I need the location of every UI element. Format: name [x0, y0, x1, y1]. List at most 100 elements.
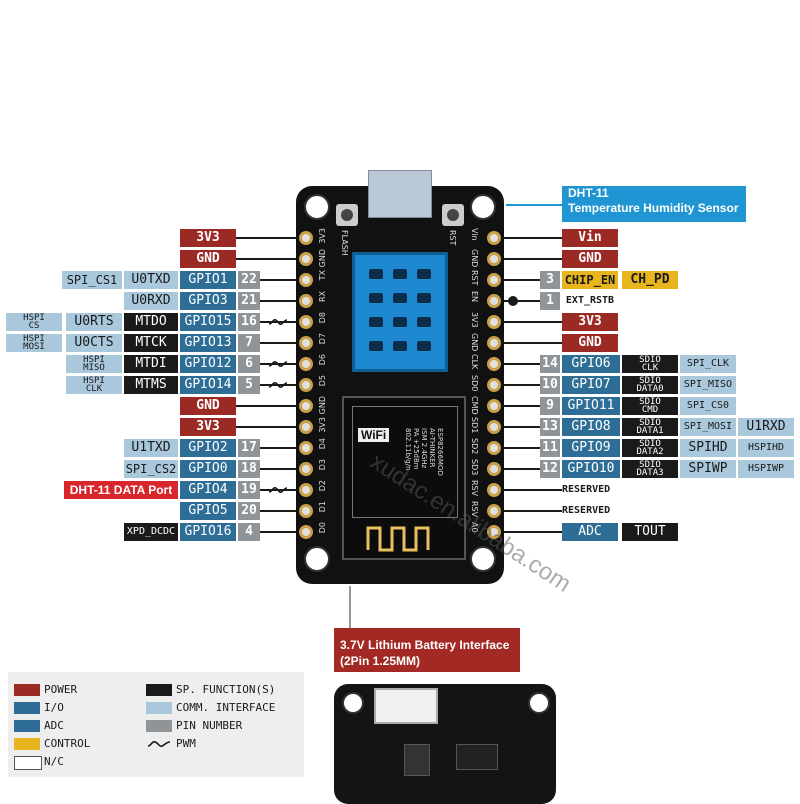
board-back-photo — [334, 684, 556, 804]
board-pin-label: CMD — [470, 396, 479, 415]
battery-callout: 3.7V Lithium Battery Interface (2Pin 1.2… — [334, 628, 520, 672]
battery-callout-subtitle: (2Pin 1.25MM) — [340, 654, 421, 668]
gpio-label: GPIO14 — [180, 376, 236, 394]
board-pin-label: D4 — [318, 438, 327, 450]
sensor-vent — [393, 341, 407, 351]
sensor-vent — [393, 269, 407, 279]
legend-label: POWER — [44, 683, 78, 696]
gpio-label: GPIO8 — [562, 418, 620, 436]
connector-line — [504, 405, 540, 407]
board-pin-label: D1 — [318, 501, 327, 513]
pin-number: 11 — [540, 439, 560, 457]
board-pin-label: SD1 — [470, 417, 479, 434]
flash-label: FLASH — [340, 230, 349, 256]
board-pin-label: D7 — [318, 333, 327, 345]
comm-interface-label: SPIWP — [680, 460, 736, 478]
gpio-label: GPIO9 — [562, 439, 620, 457]
chip — [404, 744, 430, 776]
legend-swatch — [146, 702, 172, 714]
mount-hole — [304, 194, 330, 220]
control-label: EXT_RSTB — [565, 295, 615, 306]
chip-text-line: 802.11b/g/n — [404, 428, 412, 471]
legend-label: ADC — [44, 719, 64, 732]
connector-line — [260, 279, 296, 281]
header-pin — [487, 336, 501, 350]
header-pin — [299, 483, 313, 497]
power-label: Vin — [562, 229, 618, 247]
pin-number: 17 — [238, 439, 260, 457]
pin-number: 12 — [540, 460, 560, 478]
pin-number: 6 — [238, 355, 260, 373]
board-pin-label: SD0 — [470, 375, 479, 392]
special-function-label: U0RTS — [66, 313, 122, 331]
comm-interface-label: SPI_CS2 — [124, 460, 178, 478]
header-pin — [487, 399, 501, 413]
battery-connector — [374, 688, 438, 724]
header-pin — [487, 357, 501, 371]
board-pin-label: CLK — [470, 354, 479, 370]
pin-number: 4 — [238, 523, 260, 541]
legend-swatch — [14, 720, 40, 732]
connector-line — [504, 384, 540, 386]
pin-number: 20 — [238, 502, 260, 520]
connector-line — [504, 279, 540, 281]
legend-label: N/C — [44, 755, 64, 768]
board-pin-label: SD3 — [470, 459, 479, 476]
pin-number: 18 — [238, 460, 260, 478]
board-pin-label: 3V3 — [318, 417, 327, 433]
connector-line — [260, 447, 296, 449]
mount-hole — [304, 546, 330, 572]
header-pin — [299, 273, 313, 287]
gpio-label: GPIO1 — [180, 271, 236, 289]
board-pin-label: SD2 — [470, 438, 479, 455]
sensor-vent — [417, 317, 431, 327]
connector-line — [504, 300, 540, 302]
power-label: 3V3 — [180, 229, 236, 247]
dht-callout: DHT-11 Temperature Humidity Sensor — [562, 186, 746, 222]
module-shield — [352, 406, 458, 518]
connector-line — [236, 237, 296, 239]
pin-number: 9 — [540, 397, 560, 415]
special-function-label: U0RXD — [124, 292, 178, 310]
board-pin-label: RSV — [470, 480, 479, 497]
board-pin-label: GND — [470, 333, 479, 352]
connector-line — [260, 342, 296, 344]
legend-swatch — [146, 684, 172, 696]
gpio-label: GPIO6 — [562, 355, 620, 373]
header-pin — [487, 294, 501, 308]
board-pin-label: D6 — [318, 354, 327, 366]
sensor-vent — [393, 293, 407, 303]
board-pin-label: Vin — [470, 228, 479, 241]
rst-button — [442, 204, 464, 226]
legend-label: PIN NUMBER — [176, 719, 243, 732]
board-pin-label: D8 — [318, 312, 327, 324]
comm-interface-label: HSPIHD — [738, 439, 794, 457]
legend-label: COMM. INTERFACE — [176, 701, 276, 714]
legend-swatch — [14, 756, 42, 770]
board-pin-label: GND — [318, 249, 327, 268]
sensor-vent — [417, 269, 431, 279]
reset-dot — [508, 296, 518, 306]
power-label: 3V3 — [180, 418, 236, 436]
comm-interface-label: SPI_CLK — [680, 355, 736, 373]
legend-label: PWM — [176, 737, 196, 750]
gpio-label: GPIO2 — [180, 439, 236, 457]
connector-line — [504, 510, 562, 512]
header-pin — [299, 504, 313, 518]
legend-swatch — [146, 720, 172, 732]
connector-line — [504, 258, 562, 260]
header-pin — [487, 462, 501, 476]
connector-line — [260, 300, 296, 302]
chip-text-line: ISM 2.4GHz — [420, 428, 428, 469]
board-pin-label: D2 — [318, 480, 327, 492]
special-function-label: U1TXD — [124, 439, 178, 457]
gpio-label: GPIO11 — [562, 397, 620, 415]
header-pin — [299, 525, 313, 539]
pin-number: 5 — [238, 376, 260, 394]
pin-number: 21 — [238, 292, 260, 310]
dht-callout-subtitle: Temperature Humidity Sensor — [568, 201, 739, 215]
power-label: GND — [562, 334, 618, 352]
header-pin — [299, 357, 313, 371]
